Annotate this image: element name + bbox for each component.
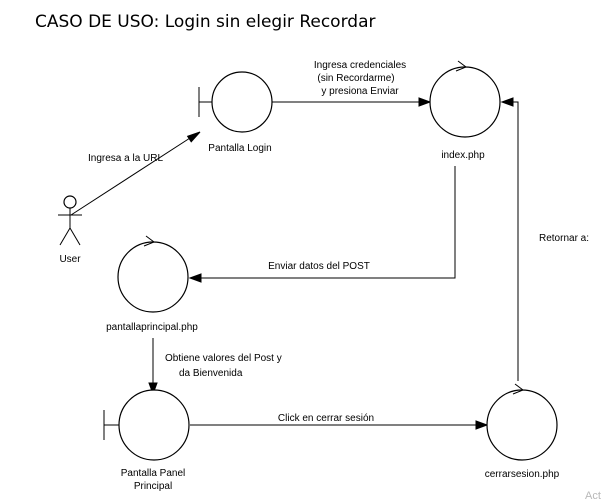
- edge-line: [512, 101, 519, 381]
- arrowhead-icon: [475, 420, 489, 430]
- edge-label-obtiene-line2: da Bienvenida: [179, 368, 243, 379]
- node-pantalla-panel-principal: Pantalla Panel Principal: [103, 389, 190, 492]
- stick-figure-icon: [58, 195, 82, 246]
- node-label-pantallaprincipal-php: pantallaprincipal.php: [106, 322, 198, 333]
- edge-login-to-index: Ingresa credenciales (sin Recordarme) y …: [272, 60, 432, 107]
- arrowhead-icon: [500, 97, 514, 107]
- control-icon: [486, 383, 558, 461]
- edge-label-ingresa-url: Ingresa a la URL: [88, 153, 163, 164]
- node-label-panel-line1: Pantalla Panel: [121, 468, 186, 479]
- edge-label-obtiene-line1: Obtiene valores del Post y: [165, 353, 282, 364]
- arrowhead-icon: [418, 97, 432, 107]
- node-cerrarsesion-php: cerrarsesion.php: [485, 383, 560, 480]
- edge-user-to-login: Ingresa a la URL: [70, 131, 201, 216]
- arrowhead-icon: [148, 382, 158, 396]
- edge-label-credenciales-line3: y presiona Enviar: [321, 86, 399, 97]
- actor-label: User: [59, 254, 81, 265]
- edge-cerrar-to-index: Retornar a:: [500, 97, 589, 381]
- edge-label-credenciales-line1: Ingresa credenciales: [314, 60, 406, 71]
- node-pantallaprincipal-php: pantallaprincipal.php: [106, 235, 198, 333]
- node-label-cerrarsesion-php: cerrarsesion.php: [485, 469, 560, 480]
- edge-label-enviar-post: Enviar datos del POST: [268, 261, 370, 272]
- edge-line: [200, 166, 456, 279]
- arrowhead-icon: [188, 273, 202, 283]
- edge-principal-to-panel: Obtiene valores del Post y da Bienvenida: [148, 338, 282, 396]
- control-icon: [429, 60, 501, 138]
- arrowhead-icon: [186, 131, 201, 143]
- edge-panel-to-cerrar: Click en cerrar sesión: [190, 413, 489, 430]
- diagram-title: CASO DE USO: Login sin elegir Recordar: [35, 12, 375, 32]
- edge-index-to-principal: Enviar datos del POST: [188, 166, 456, 283]
- node-label-index-php: index.php: [441, 150, 485, 161]
- watermark-text: Act: [585, 490, 601, 500]
- node-pantalla-login: Pantalla Login: [198, 71, 273, 154]
- node-label-pantalla-login: Pantalla Login: [208, 143, 271, 154]
- edge-label-credenciales-line2: (sin Recordarme): [317, 73, 394, 84]
- edge-line: [70, 137, 191, 216]
- edge-label-retornar: Retornar a:: [539, 233, 589, 244]
- boundary-icon: [103, 389, 190, 461]
- node-label-panel-line2: Principal: [134, 481, 172, 492]
- actor-user: User: [58, 195, 82, 265]
- control-icon: [117, 235, 189, 313]
- boundary-icon: [198, 71, 273, 133]
- node-index-php: index.php: [429, 60, 501, 161]
- edge-label-cerrar-sesion: Click en cerrar sesión: [278, 413, 374, 424]
